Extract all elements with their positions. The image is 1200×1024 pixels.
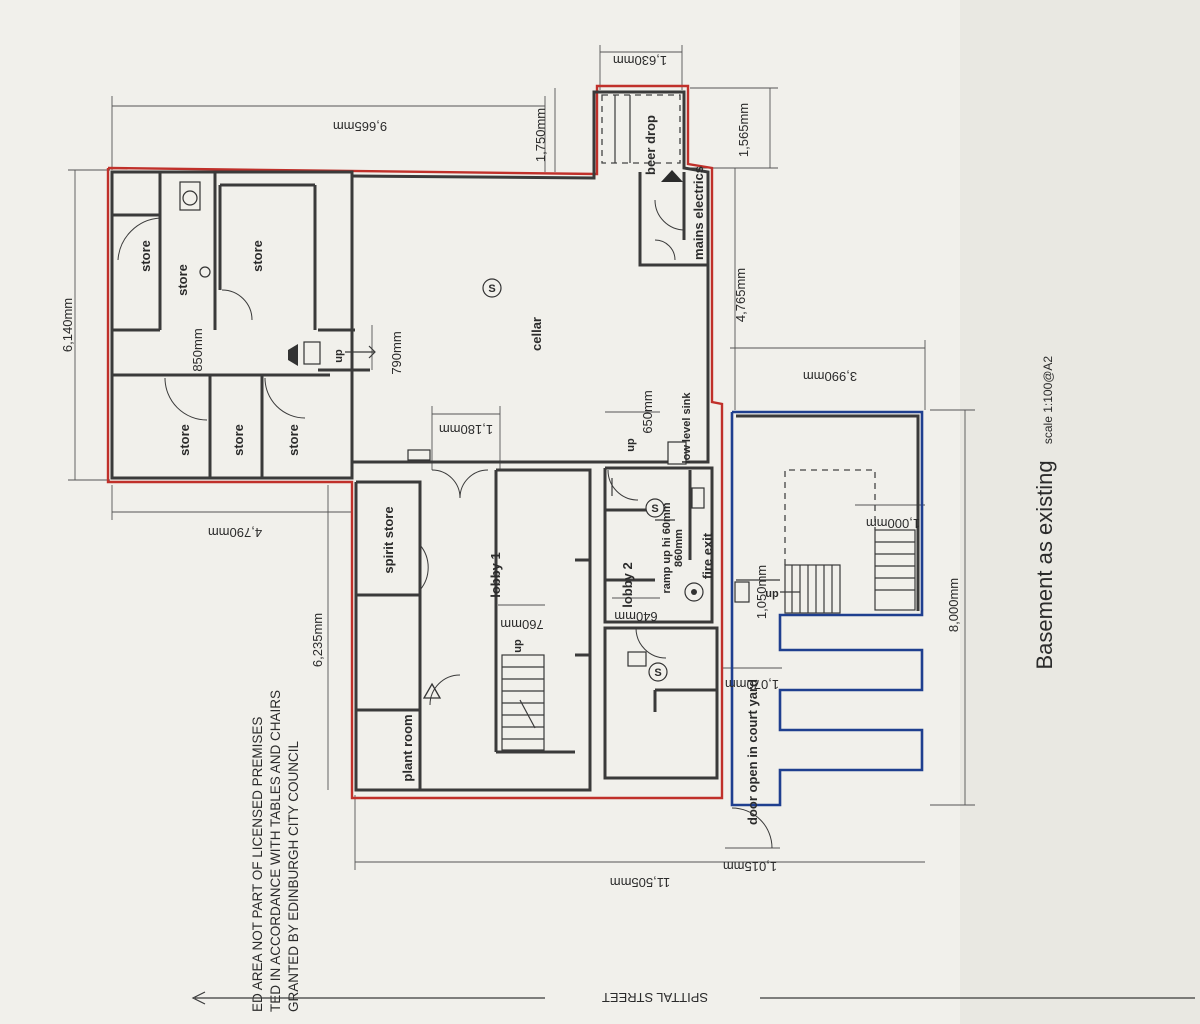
dimension-760: 760mm (500, 617, 543, 632)
note-line-3: GRANTED BY EDINBURGH CITY COUNCIL (286, 740, 301, 1012)
up-label: up (333, 349, 345, 363)
symbols (179, 170, 800, 729)
dimension-790: 790mm (389, 331, 404, 374)
drawing-title: Basement as existing (1032, 460, 1057, 669)
dimension-lines (68, 45, 975, 870)
dimension-4765: 4,765mm (733, 268, 748, 322)
dimension-650: 650mm (640, 390, 655, 433)
room-label-beer-drop: beer drop (643, 115, 658, 175)
street-line (191, 991, 1195, 1005)
dimension-1750: 1,750mm (533, 108, 548, 162)
stairs-beer-drop (601, 94, 681, 164)
stairs-courtyard (784, 469, 916, 614)
room-label-store: store (286, 424, 301, 456)
sprinkler-label: S (654, 667, 661, 679)
street-label: SPITTAL STREET (602, 990, 708, 1005)
sprinkler-label: S (651, 503, 658, 515)
paper-shade (960, 0, 1200, 1024)
room-label-store: store (175, 264, 190, 296)
warning-icon (661, 170, 683, 182)
drawing-scale: scale 1:100@A2 (1041, 356, 1055, 445)
courtyard-door-label: door open in court yard (745, 679, 760, 825)
electric-panel-icon (627, 651, 647, 667)
up-label: up (512, 639, 524, 653)
electric-panel-icon (734, 581, 750, 603)
dimension-1070: 1,070mm (725, 677, 779, 692)
electric-panel-icon (691, 487, 705, 509)
walls (110, 90, 719, 792)
dimension-1015: 1,015mm (723, 859, 777, 874)
dimension-1630: 1,630mm (613, 53, 667, 68)
dimension-3990: 3,990mm (803, 369, 857, 384)
note-line-2: TED IN ACCORDANCE WITH TABLES AND CHAIRS (268, 690, 283, 1012)
dimension-6235: 6,235mm (310, 613, 325, 667)
speaker-icon (288, 344, 298, 366)
room-label-store: store (138, 240, 153, 272)
electric-panel-icon (303, 341, 321, 365)
room-label-cellar: cellar (529, 317, 544, 351)
room-label-store: store (177, 424, 192, 456)
dimension-640: 640mm (614, 609, 657, 624)
dimension-4790: 4,790mm (208, 525, 262, 540)
dimension-1050: 1,050mm (754, 565, 769, 619)
room-label-lobby-2: lobby 2 (620, 562, 635, 608)
sink-icon (667, 441, 687, 465)
note-line-1: ED AREA NOT PART OF LICENSED PREMISES (250, 717, 265, 1012)
up-label: up (625, 438, 637, 452)
sprinkler-icon (645, 498, 665, 518)
dimension-850: 850mm (190, 328, 205, 371)
courtyard (730, 410, 924, 807)
dimension-6140: 6,140mm (60, 298, 75, 352)
room-label-plant-room: plant room (400, 714, 415, 781)
room-label-lobby-1: lobby 1 (488, 552, 503, 598)
sprinkler-label: S (488, 283, 495, 295)
basin-icon (199, 266, 211, 278)
sprinkler-icon (648, 662, 668, 682)
dimension-8000: 8,000mm (946, 578, 961, 632)
stairs-lobby (501, 654, 545, 751)
room-label-store: store (250, 240, 265, 272)
doors (117, 199, 773, 849)
dimension-11505: 11,505mm (610, 875, 670, 890)
ramp-label: ramp up hi 60mm (661, 502, 673, 593)
room-label-low-level-sink: low level sink (681, 392, 693, 464)
dimension-860: 860mm (673, 529, 685, 567)
dimension-1000: 1,000mm (866, 516, 920, 531)
room-label-fire-exit: fire exit (700, 532, 715, 579)
dimension-1180: 1,180mm (439, 422, 493, 437)
licensed-boundary (106, 84, 724, 800)
up-label: up (765, 588, 779, 600)
room-label-mains-electrics: mains electrics (691, 166, 706, 260)
electric-panel-icon (407, 449, 431, 461)
sprinkler-icon (482, 278, 502, 298)
dimension-1565: 1,565mm (736, 103, 751, 157)
warning-icon (422, 682, 442, 699)
dimension-9665: 9,665mm (333, 119, 387, 134)
room-label-store: store (231, 424, 246, 456)
room-label-spirit-store: spirit store (381, 506, 396, 573)
